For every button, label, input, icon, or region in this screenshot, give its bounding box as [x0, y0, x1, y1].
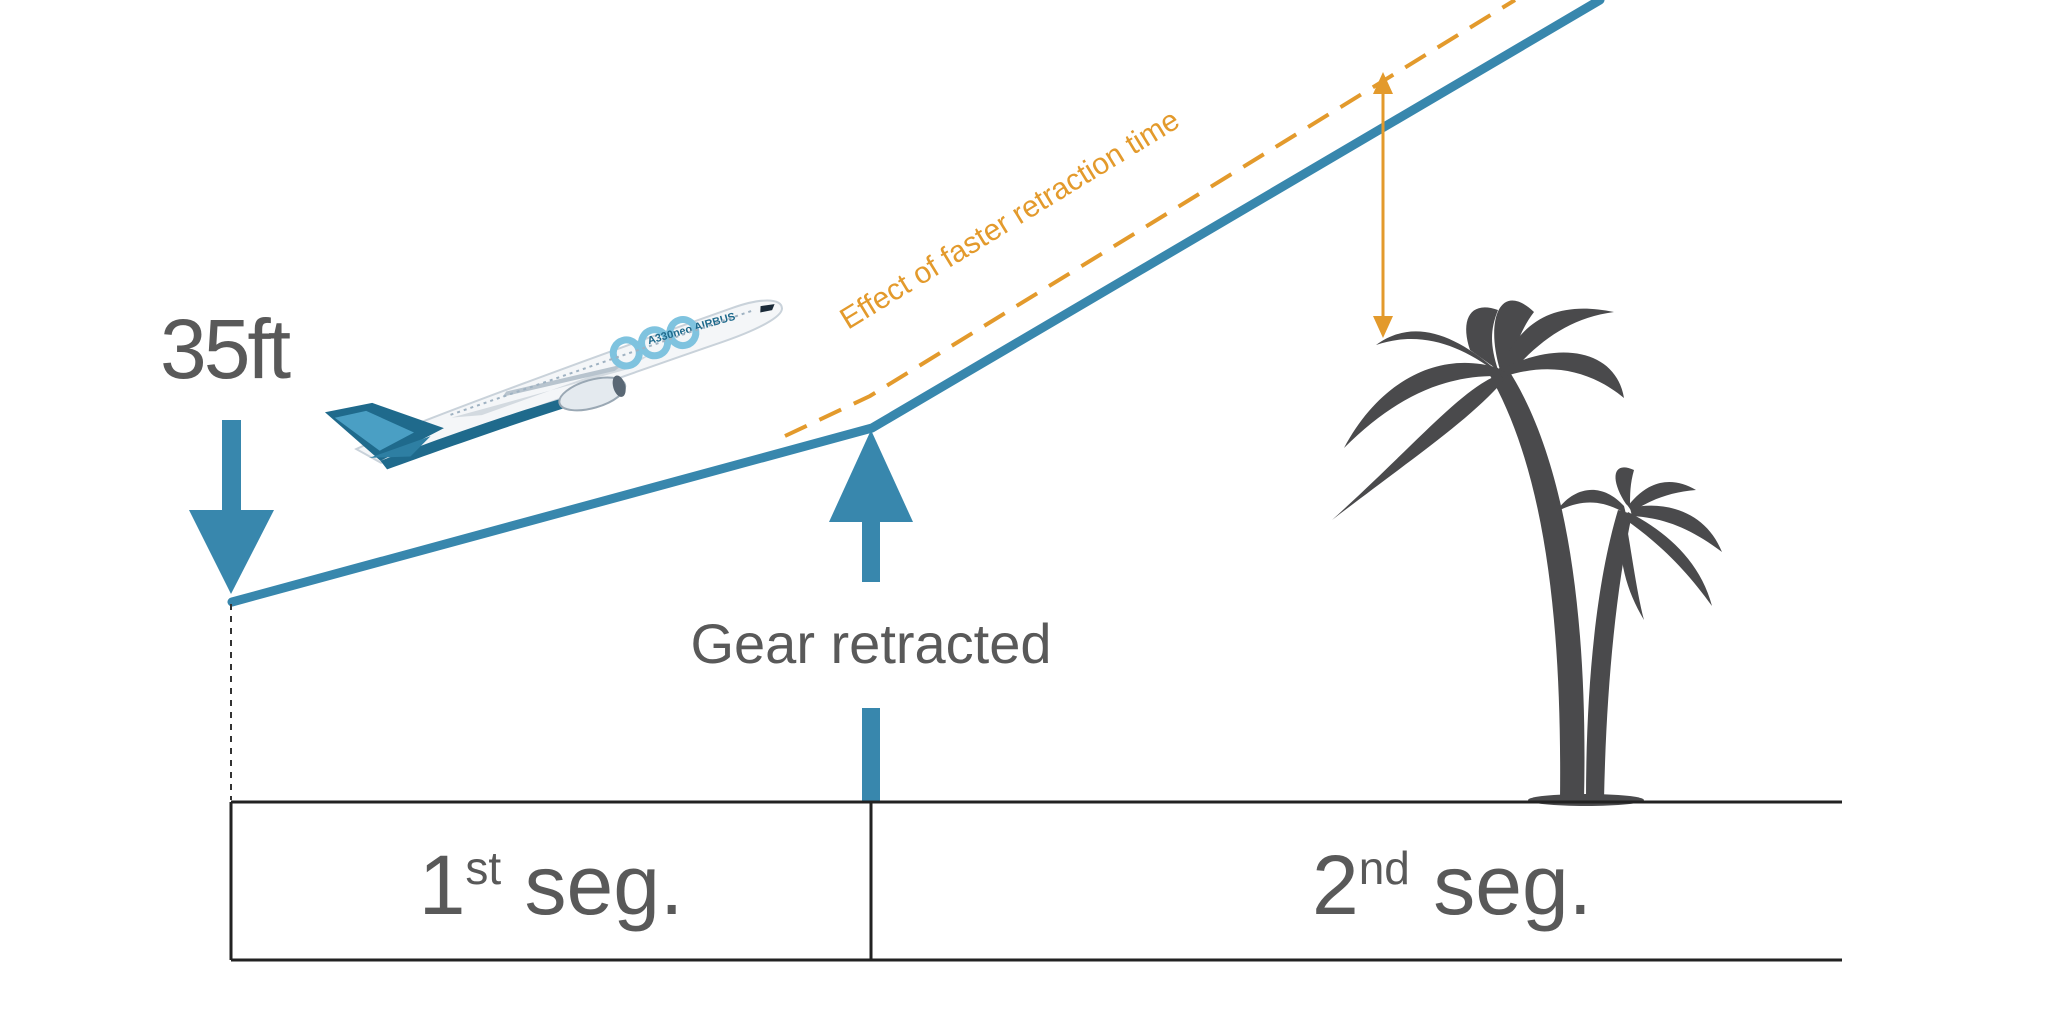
flight-path-line — [227, 0, 1605, 607]
down-arrow-icon — [189, 420, 274, 594]
segment-2-label: 2nd seg. — [1312, 838, 1592, 932]
faster-retraction-path — [784, 0, 1517, 438]
gear-retracted-label: Gear retracted — [690, 612, 1051, 675]
palm-tree-icon — [1332, 300, 1722, 806]
segment-table — [229, 800, 1842, 962]
airplane-icon: A330neo AIRBUS — [324, 299, 783, 470]
faster-retraction-label: Effect of faster retraction time — [834, 103, 1185, 336]
segment-1-label: 1st seg. — [419, 838, 684, 932]
altitude-label: 35ft — [160, 302, 291, 396]
height-gain-arrow — [1373, 72, 1393, 338]
gear-up-arrow-icon — [829, 430, 913, 803]
